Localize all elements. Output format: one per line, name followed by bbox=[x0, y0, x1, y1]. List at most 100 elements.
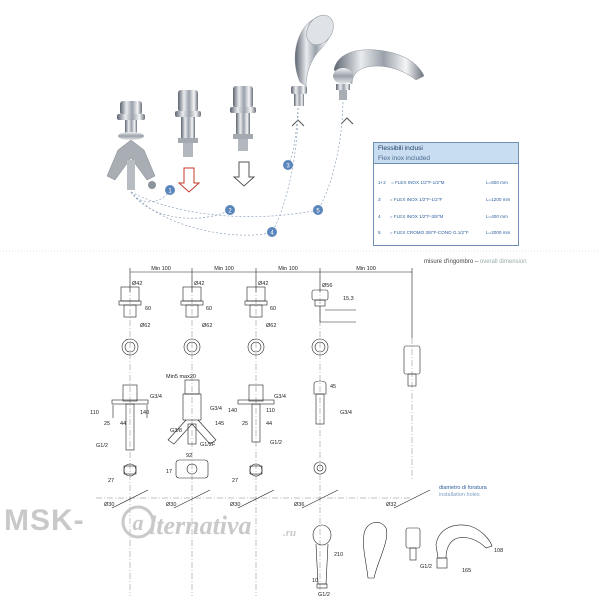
legend-desc: = FLEX CROMO 3/8"F-CONO G.1/2"F bbox=[389, 230, 469, 235]
tap-valve-photo-2 bbox=[230, 86, 256, 151]
dim-165: 165 bbox=[462, 568, 471, 574]
marker-label: 3 bbox=[286, 164, 290, 170]
dim-d32: Ø32 bbox=[386, 502, 396, 508]
dim-d42: Ø42 bbox=[132, 281, 142, 287]
dim-min100: Min 100 bbox=[356, 266, 376, 272]
dim-17: 17 bbox=[166, 469, 172, 475]
legend-length: L=1200 mm bbox=[486, 197, 511, 202]
dim-d62: Ø62 bbox=[266, 323, 276, 329]
install-arrows bbox=[177, 117, 354, 193]
hand-shower-drawing bbox=[312, 524, 332, 589]
installation-en: installation holes bbox=[439, 492, 480, 498]
dim-d36: Ø36 bbox=[294, 502, 304, 508]
dim-92: 92 bbox=[186, 453, 192, 459]
dim-g34: G3/4 bbox=[150, 394, 162, 400]
grey-arrow-icon bbox=[232, 161, 256, 187]
dim-g12: G1/2 bbox=[270, 440, 282, 446]
dim-max20: Min5 max20 bbox=[166, 374, 196, 380]
product-photos bbox=[106, 14, 425, 190]
legend-row: 3 = FLEX INOX 1/2"F-1/2"F L=1200 mm bbox=[378, 197, 510, 202]
marker-2: 2 bbox=[225, 205, 235, 215]
header-it: misure d'ingombro bbox=[424, 259, 474, 265]
shower-holder-drawing bbox=[311, 289, 356, 323]
dim-d42: Ø42 bbox=[258, 281, 268, 287]
spout-profile bbox=[435, 524, 493, 569]
at-sign-icon: a bbox=[121, 505, 155, 539]
marker-3: 3 bbox=[283, 160, 293, 170]
bottom-view-row bbox=[123, 459, 327, 479]
dim-d30: Ø30 bbox=[104, 502, 114, 508]
dim-d30: Ø30 bbox=[166, 502, 176, 508]
overall-dimension-header: misure d'ingombro – overall dimension bbox=[424, 259, 527, 265]
legend-row: 1+2 = FLEX INOX 1/2"F-1/2"M L=600 mm bbox=[378, 180, 508, 185]
legend-title: Flessibili inclusi bbox=[378, 145, 423, 152]
knob-1-drawing bbox=[118, 286, 142, 318]
dim-25: 25 bbox=[242, 421, 248, 427]
dim-44: 44 bbox=[120, 421, 126, 427]
legend-code: 4 bbox=[378, 214, 381, 219]
spout-photo bbox=[333, 49, 425, 100]
marker-5: 5 bbox=[313, 205, 323, 215]
dim-44: 44 bbox=[266, 421, 272, 427]
svg-text:a: a bbox=[133, 510, 144, 535]
legend-row: 5 = FLEX CROMO 3/8"F-CONO G.1/2"F L=2000… bbox=[378, 230, 510, 235]
dim-110: 110 bbox=[90, 410, 99, 416]
legend-row: 4 = FLEX INOX 1/2"F-3/8"M L=400 mm bbox=[378, 214, 508, 219]
chevron-up-icon bbox=[340, 117, 354, 125]
dim-g34: G3/4 bbox=[274, 394, 286, 400]
watermark-script: lternativa bbox=[149, 511, 252, 540]
dim-g12: G1/2 bbox=[420, 564, 432, 570]
marker-1: 1 bbox=[165, 185, 175, 195]
knob-2-drawing bbox=[180, 286, 204, 318]
legend-length: L=2000 mm bbox=[486, 230, 511, 235]
tap-valve-photo-1 bbox=[175, 90, 201, 157]
flex-legend-header: Flessibili inclusi Flex inox included bbox=[373, 142, 519, 164]
installation-it: diametro di foratura bbox=[439, 485, 487, 491]
dim-d30: Ø30 bbox=[230, 502, 240, 508]
dim-min100: Min 100 bbox=[151, 266, 171, 272]
watermark-brand: MSK- bbox=[4, 504, 85, 537]
rosette-row bbox=[121, 338, 421, 387]
dim-g38: G3/8 bbox=[170, 428, 182, 434]
dimension-labels: Min 100 Min 100 Min 100 Min 100 Ø42 Ø42 … bbox=[90, 266, 503, 598]
valve-side-1 bbox=[111, 384, 149, 451]
dim-60: 60 bbox=[270, 306, 276, 312]
legend-code: 1+2 bbox=[378, 180, 386, 185]
watermark-suffix: .ru bbox=[283, 527, 297, 539]
dim-15-3: 15,3 bbox=[343, 296, 354, 302]
dim-140: 140 bbox=[140, 410, 149, 416]
dim-min100: Min 100 bbox=[278, 266, 298, 272]
dim-d62: Ø62 bbox=[202, 323, 212, 329]
marker-label: 1 bbox=[168, 189, 172, 195]
legend-length: L=400 mm bbox=[486, 214, 508, 219]
hand-shower-photo bbox=[291, 14, 334, 106]
legend-desc: = FLEX INOX 1/2"F-1/2"F bbox=[389, 197, 443, 202]
marker-label: 4 bbox=[270, 231, 274, 237]
legend-desc: = FLEX INOX 1/2"F-3/8"M bbox=[389, 214, 444, 219]
dim-g12: G1/2 bbox=[96, 443, 108, 449]
dim-d42: Ø42 bbox=[194, 281, 204, 287]
dim-140: 140 bbox=[228, 408, 237, 414]
legend-length: L=600 mm bbox=[486, 180, 508, 185]
dim-110: 110 bbox=[266, 408, 275, 414]
installation-holes bbox=[96, 489, 431, 509]
dim-27: 27 bbox=[108, 478, 114, 484]
dim-27: 27 bbox=[232, 478, 238, 484]
dim-45: 45 bbox=[330, 384, 336, 390]
installation-holes-caption: diametro di foratura installation holes bbox=[439, 485, 487, 499]
dim-g12f: G1/2F bbox=[200, 442, 216, 448]
dim-145: 145 bbox=[215, 421, 224, 427]
dimension-drawings bbox=[96, 268, 493, 596]
diverter-valve-photo bbox=[106, 101, 156, 190]
dim-g34: G3/4 bbox=[340, 410, 352, 416]
header-en: overall dimension bbox=[479, 259, 527, 265]
dim-d62: Ø62 bbox=[140, 323, 150, 329]
legend-code: 5 bbox=[378, 230, 381, 235]
marker-label: 5 bbox=[316, 209, 320, 215]
chevron-up-icon bbox=[291, 119, 305, 127]
dim-g12: G1/2 bbox=[318, 592, 330, 598]
diverter-side bbox=[167, 379, 217, 445]
dim-210: 210 bbox=[334, 552, 343, 558]
legend-code: 3 bbox=[378, 197, 381, 202]
dim-25: 25 bbox=[104, 421, 110, 427]
